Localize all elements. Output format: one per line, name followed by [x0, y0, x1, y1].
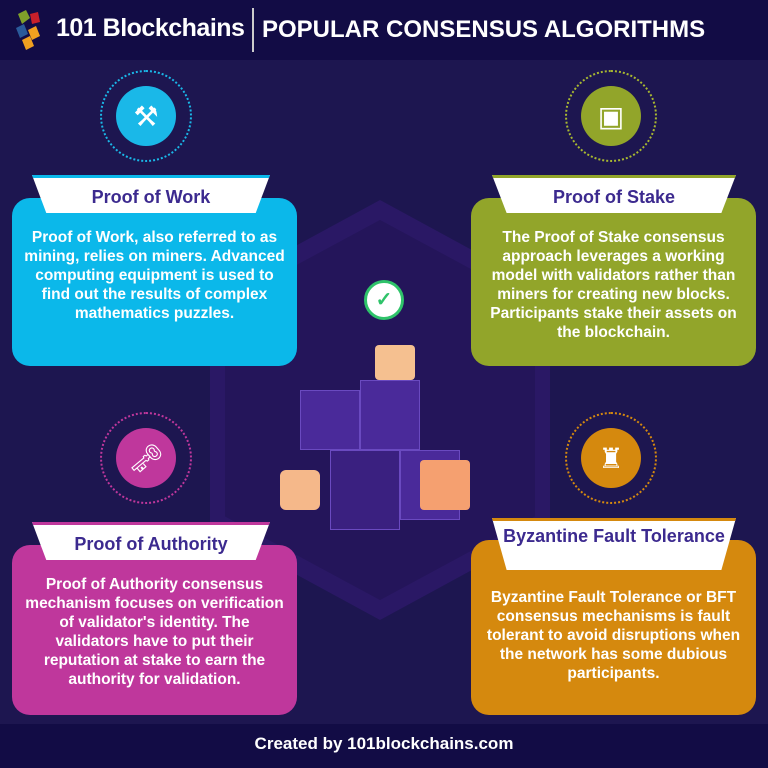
block-cube [330, 450, 400, 530]
card-proof-of-authority: Proof of Authority consensus mechanism f… [12, 545, 297, 715]
card-title: Proof of Work [32, 175, 270, 213]
miner-icon: ⚒ [100, 70, 192, 162]
coin-stack-icon [420, 460, 470, 510]
card-title: Proof of Authority [32, 522, 270, 560]
certificate-key-icon: 🗝 [100, 412, 192, 504]
card-proof-of-stake: The Proof of Stake consensus approach le… [471, 198, 756, 366]
divider [252, 8, 254, 52]
card-text: Byzantine Fault Tolerance or BFT consens… [486, 589, 741, 682]
logo-cubes-icon [16, 10, 40, 50]
card-title: Proof of Stake [492, 175, 736, 213]
card-title: Byzantine Fault Tolerance [492, 518, 736, 570]
coin-stack-icon [375, 345, 415, 380]
lock-icon [280, 470, 320, 510]
brand-name: 101 Blockchains [56, 14, 245, 42]
block-cube [360, 380, 420, 450]
footer-credit: Created by 101blockchains.com [0, 724, 768, 768]
stake-blocks-icon: ▣ [565, 70, 657, 162]
castle-network-icon: ♜ [565, 412, 657, 504]
card-text: Proof of Work, also referred to as minin… [24, 229, 285, 322]
header: 101 Blockchains POPULAR CONSENSUS ALGORI… [0, 0, 768, 60]
page-title: POPULAR CONSENSUS ALGORITHMS [262, 16, 706, 43]
card-proof-of-work: Proof of Work, also referred to as minin… [12, 198, 297, 366]
card-text: The Proof of Stake consensus approach le… [490, 229, 737, 341]
check-icon: ✓ [364, 280, 404, 320]
block-cube [300, 390, 360, 450]
card-text: Proof of Authority consensus mechanism f… [25, 576, 284, 688]
